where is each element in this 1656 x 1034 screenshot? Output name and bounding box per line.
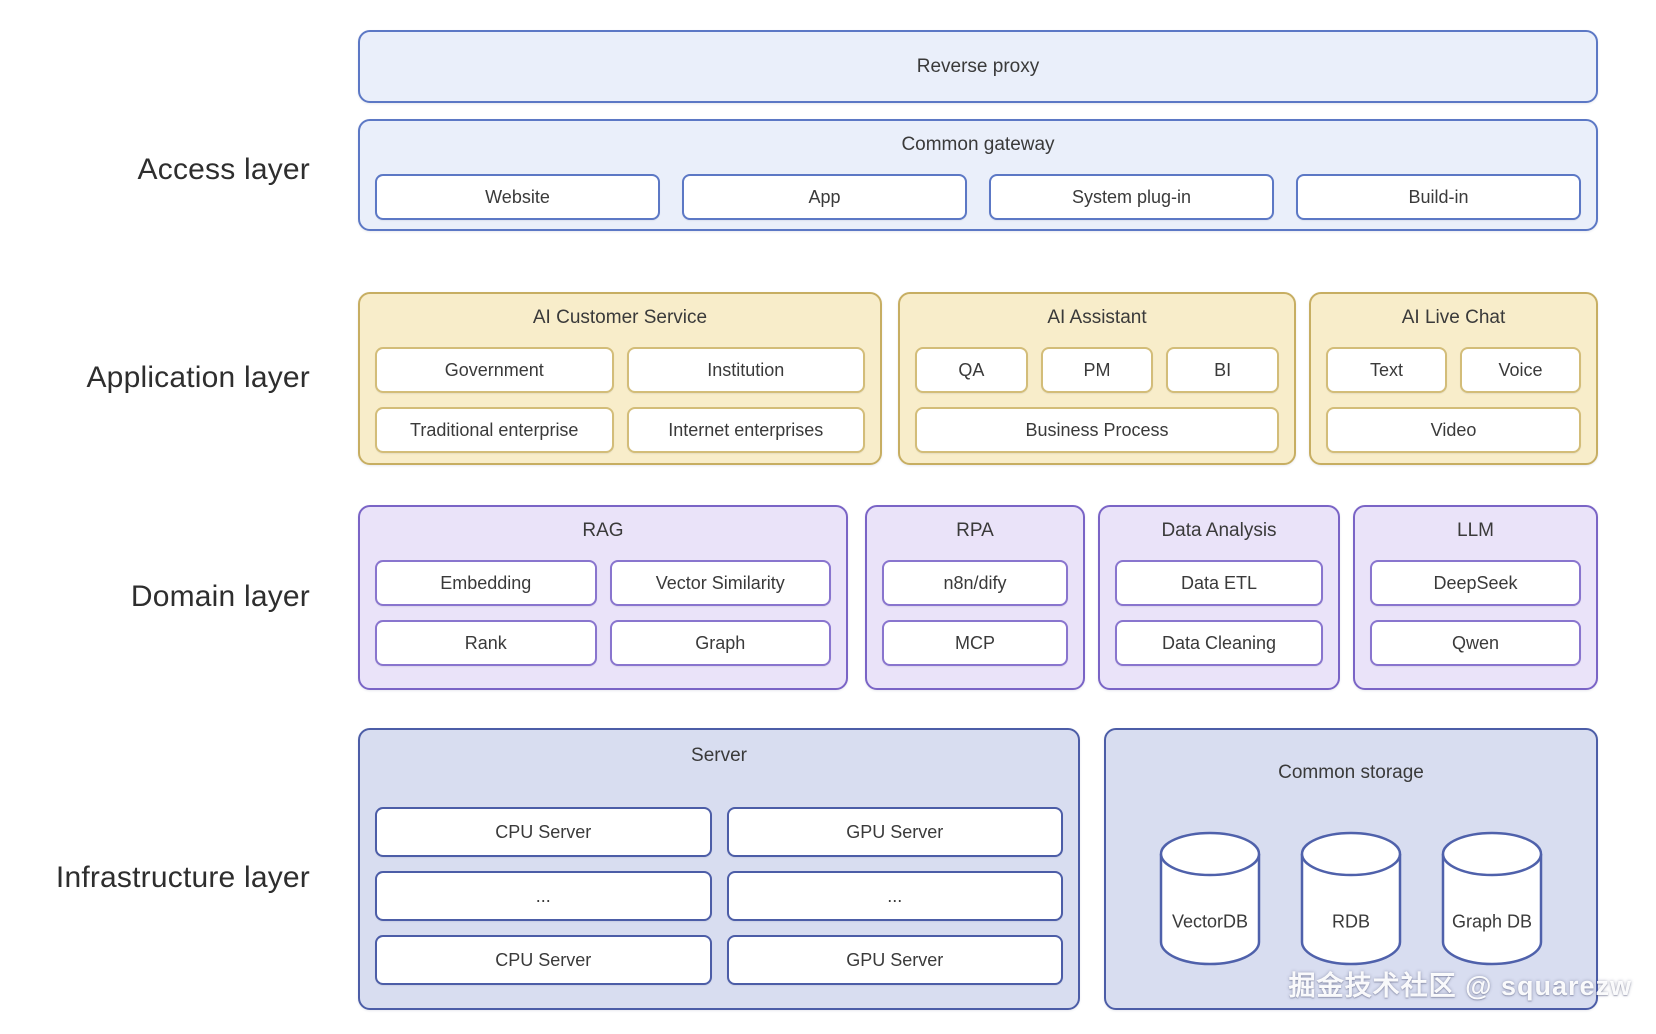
node-pm: PM <box>1040 347 1154 393</box>
layer-label-application: Application layer <box>86 361 310 394</box>
group-title: Data Analysis <box>1161 520 1277 541</box>
common-gateway-title: Common gateway <box>901 134 1055 155</box>
node-institution: Institution <box>626 347 865 393</box>
node-gpu-server: GPU Server <box>726 935 1063 985</box>
common-storage-title: Common storage <box>1278 762 1424 783</box>
group-title: RAG <box>582 520 624 541</box>
database-cylinder-icon <box>1441 831 1543 966</box>
database-label: VectorDB <box>1171 911 1249 932</box>
layer-label-domain: Domain layer <box>130 580 310 613</box>
common-gateway-box: Common gateway Website App System plug-i… <box>358 119 1598 231</box>
group-llm: LLM DeepSeek Qwen <box>1353 505 1598 690</box>
node-data-etl: Data ETL <box>1115 560 1323 606</box>
node-embedding: Embedding <box>375 560 597 606</box>
node-build-in: Build-in <box>1296 174 1581 220</box>
node-text: Text <box>1326 347 1447 393</box>
group-ai-live-chat: AI Live Chat Text Voice Video <box>1309 292 1598 465</box>
node-app: App <box>682 174 967 220</box>
database-label: RDB <box>1331 911 1371 932</box>
node-video: Video <box>1326 407 1581 453</box>
node-vector-similarity: Vector Similarity <box>609 560 831 606</box>
node-bi: BI <box>1166 347 1280 393</box>
group-ai-customer-service: AI Customer Service Government Instituti… <box>358 292 882 465</box>
group-title: RPA <box>956 520 994 541</box>
node-server-ellipsis: ... <box>375 871 712 921</box>
group-title: AI Live Chat <box>1401 307 1506 328</box>
database-cylinder-icon <box>1159 831 1261 966</box>
graphdb-cylinder: Graph DB <box>1440 830 1544 970</box>
node-rank: Rank <box>375 620 597 666</box>
node-gpu-server: GPU Server <box>726 807 1063 857</box>
reverse-proxy-box: Reverse proxy <box>358 30 1598 103</box>
group-data-analysis: Data Analysis Data ETL Data Cleaning <box>1098 505 1340 690</box>
database-label: Graph DB <box>1451 911 1533 932</box>
database-cylinder-icon <box>1300 831 1402 966</box>
node-deepseek: DeepSeek <box>1370 560 1581 606</box>
group-rag: RAG Embedding Vector Similarity Rank Gra… <box>358 505 848 690</box>
group-title: LLM <box>1457 520 1494 541</box>
node-cpu-server: CPU Server <box>375 935 712 985</box>
node-voice: Voice <box>1460 347 1581 393</box>
node-server-ellipsis: ... <box>726 871 1063 921</box>
server-box: Server CPU Server GPU Server ... ... CPU… <box>358 728 1080 1010</box>
group-rpa: RPA n8n/dify MCP <box>865 505 1085 690</box>
node-graph: Graph <box>609 620 831 666</box>
node-cpu-server: CPU Server <box>375 807 712 857</box>
node-mcp: MCP <box>882 620 1068 666</box>
node-data-cleaning: Data Cleaning <box>1115 620 1323 666</box>
node-business-process: Business Process <box>915 407 1279 453</box>
layer-label-infrastructure: Infrastructure layer <box>55 861 310 894</box>
vectordb-cylinder: VectorDB <box>1158 830 1262 970</box>
node-government: Government <box>375 347 614 393</box>
layer-label-access: Access layer <box>137 153 310 186</box>
node-website: Website <box>375 174 660 220</box>
node-system-plug-in: System plug-in <box>989 174 1274 220</box>
rdb-cylinder: RDB <box>1299 830 1403 970</box>
node-qwen: Qwen <box>1370 620 1581 666</box>
group-title: AI Customer Service <box>532 307 708 328</box>
node-traditional-enterprise: Traditional enterprise <box>375 407 614 453</box>
watermark: 掘金技术社区 @ squarezw <box>1288 971 1632 1001</box>
node-qa: QA <box>915 347 1028 393</box>
group-ai-assistant: AI Assistant QA PM BI Business Process <box>898 292 1296 465</box>
node-internet-enterprises: Internet enterprises <box>626 407 865 453</box>
group-title: AI Assistant <box>1047 307 1147 328</box>
common-storage-box: Common storage VectorDB RDB <box>1104 728 1598 1010</box>
node-n8n-dify: n8n/dify <box>882 560 1068 606</box>
server-title: Server <box>691 745 747 766</box>
